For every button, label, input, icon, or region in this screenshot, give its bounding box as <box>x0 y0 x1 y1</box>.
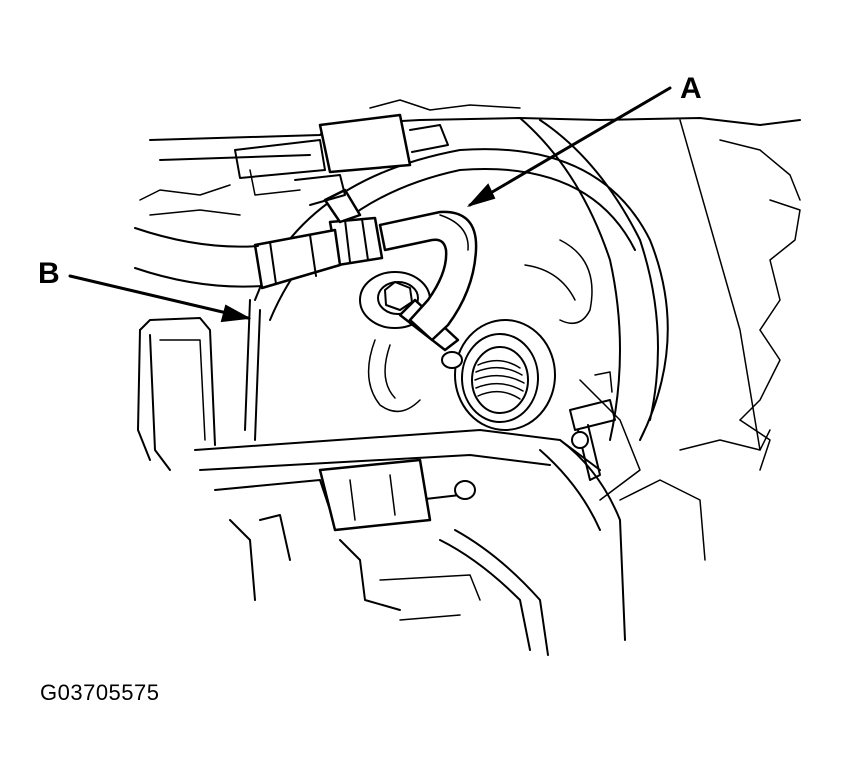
upper-connector <box>234 113 449 206</box>
callout-a: A <box>466 72 702 207</box>
figure-code: G03705575 <box>40 680 160 705</box>
right-bracket <box>569 371 616 481</box>
lower-assembly <box>194 429 771 656</box>
callout-b: B <box>38 257 252 323</box>
right-engine-outline <box>739 199 801 471</box>
booster-housing <box>244 148 669 501</box>
vacuum-hose-a <box>378 210 478 342</box>
callout-b-label: B <box>38 257 60 290</box>
threaded-port <box>454 319 556 431</box>
left-bracket <box>137 184 241 471</box>
callout-a-label: A <box>680 72 702 105</box>
vacuum-hose-b <box>134 227 342 290</box>
